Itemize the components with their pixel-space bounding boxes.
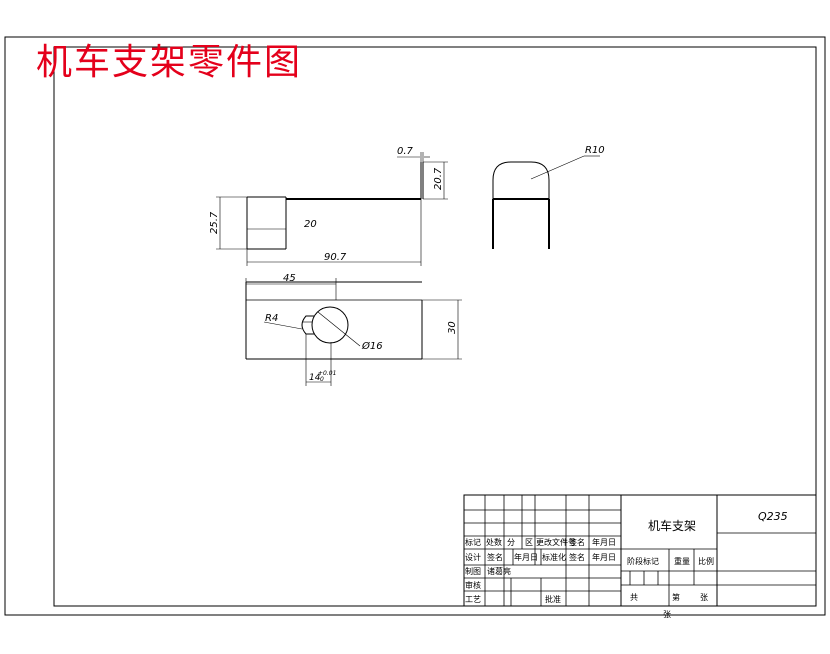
dim-part-width: 30 — [447, 321, 458, 334]
tb-material: Q235 — [758, 510, 788, 523]
tb-row1-5: 签名 — [569, 537, 585, 547]
tb-scale: 比例 — [698, 556, 714, 566]
side-view — [492, 155, 600, 249]
title-block — [463, 494, 817, 607]
tb-page-unit: 张 — [700, 593, 708, 602]
inner-frame — [53, 46, 817, 607]
title-block-labels: 机车支架 Q235 标记 处数 分 区 更改文件号 签名 年月日 设计 签名 年… — [465, 510, 788, 619]
dim-radius-top: R10 — [585, 145, 605, 156]
top-view — [245, 278, 462, 386]
tb-stage: 阶段标记 — [627, 556, 659, 566]
tb-row3-0: 制图 — [465, 566, 481, 576]
dim-slot-width: 14 — [309, 373, 321, 383]
tb-row1-0: 标记 — [465, 537, 481, 547]
dim-slot-tol-zero: 0 — [320, 376, 324, 383]
tb-row2-1: 签名 — [487, 552, 503, 562]
front-view — [216, 152, 448, 266]
tb-total: 共 — [630, 593, 638, 602]
outer-frame — [4, 36, 826, 616]
dim-top-gap: 0.7 — [397, 146, 414, 157]
dim-slot-tolerance: +0.01 — [318, 370, 336, 377]
tb-page: 第 — [672, 592, 680, 602]
tb-row2-0: 设计 — [465, 552, 481, 562]
tb-weight: 重量 — [674, 556, 690, 566]
dim-small-radius: R4 — [265, 313, 278, 324]
dim-hole-dia: Ø16 — [361, 340, 383, 352]
dim-top-height: 20.7 — [433, 167, 444, 190]
dim-slot-offset: 45 — [283, 273, 296, 284]
tb-row1-2: 分 — [507, 538, 515, 547]
dim-inner-width: 20 — [304, 219, 317, 230]
drawing-title: 机车支架零件图 — [36, 42, 302, 83]
tb-process: 工艺 — [465, 595, 481, 604]
tb-row2-3: 标准化 — [542, 552, 566, 562]
tb-row3-1: 诸葛亮 — [487, 566, 511, 576]
tb-reviewer: 审核 — [465, 580, 481, 590]
tb-row1-6: 年月日 — [592, 537, 616, 547]
tb-approve: 批准 — [545, 594, 561, 604]
tb-row2-2: 年月日 — [514, 552, 538, 562]
dim-left-height: 25.7 — [209, 211, 220, 234]
tb-row2-5: 年月日 — [592, 552, 616, 562]
tb-row1-4: 更改文件号 — [536, 537, 576, 547]
tb-sheet: 张 — [663, 610, 671, 619]
dim-total-length: 90.7 — [324, 252, 347, 263]
tb-row1-3: 区 — [525, 538, 533, 547]
tb-row2-4: 签名 — [569, 552, 585, 562]
tb-row1-1: 处数 — [486, 537, 502, 547]
tb-part-name: 机车支架 — [648, 518, 696, 533]
